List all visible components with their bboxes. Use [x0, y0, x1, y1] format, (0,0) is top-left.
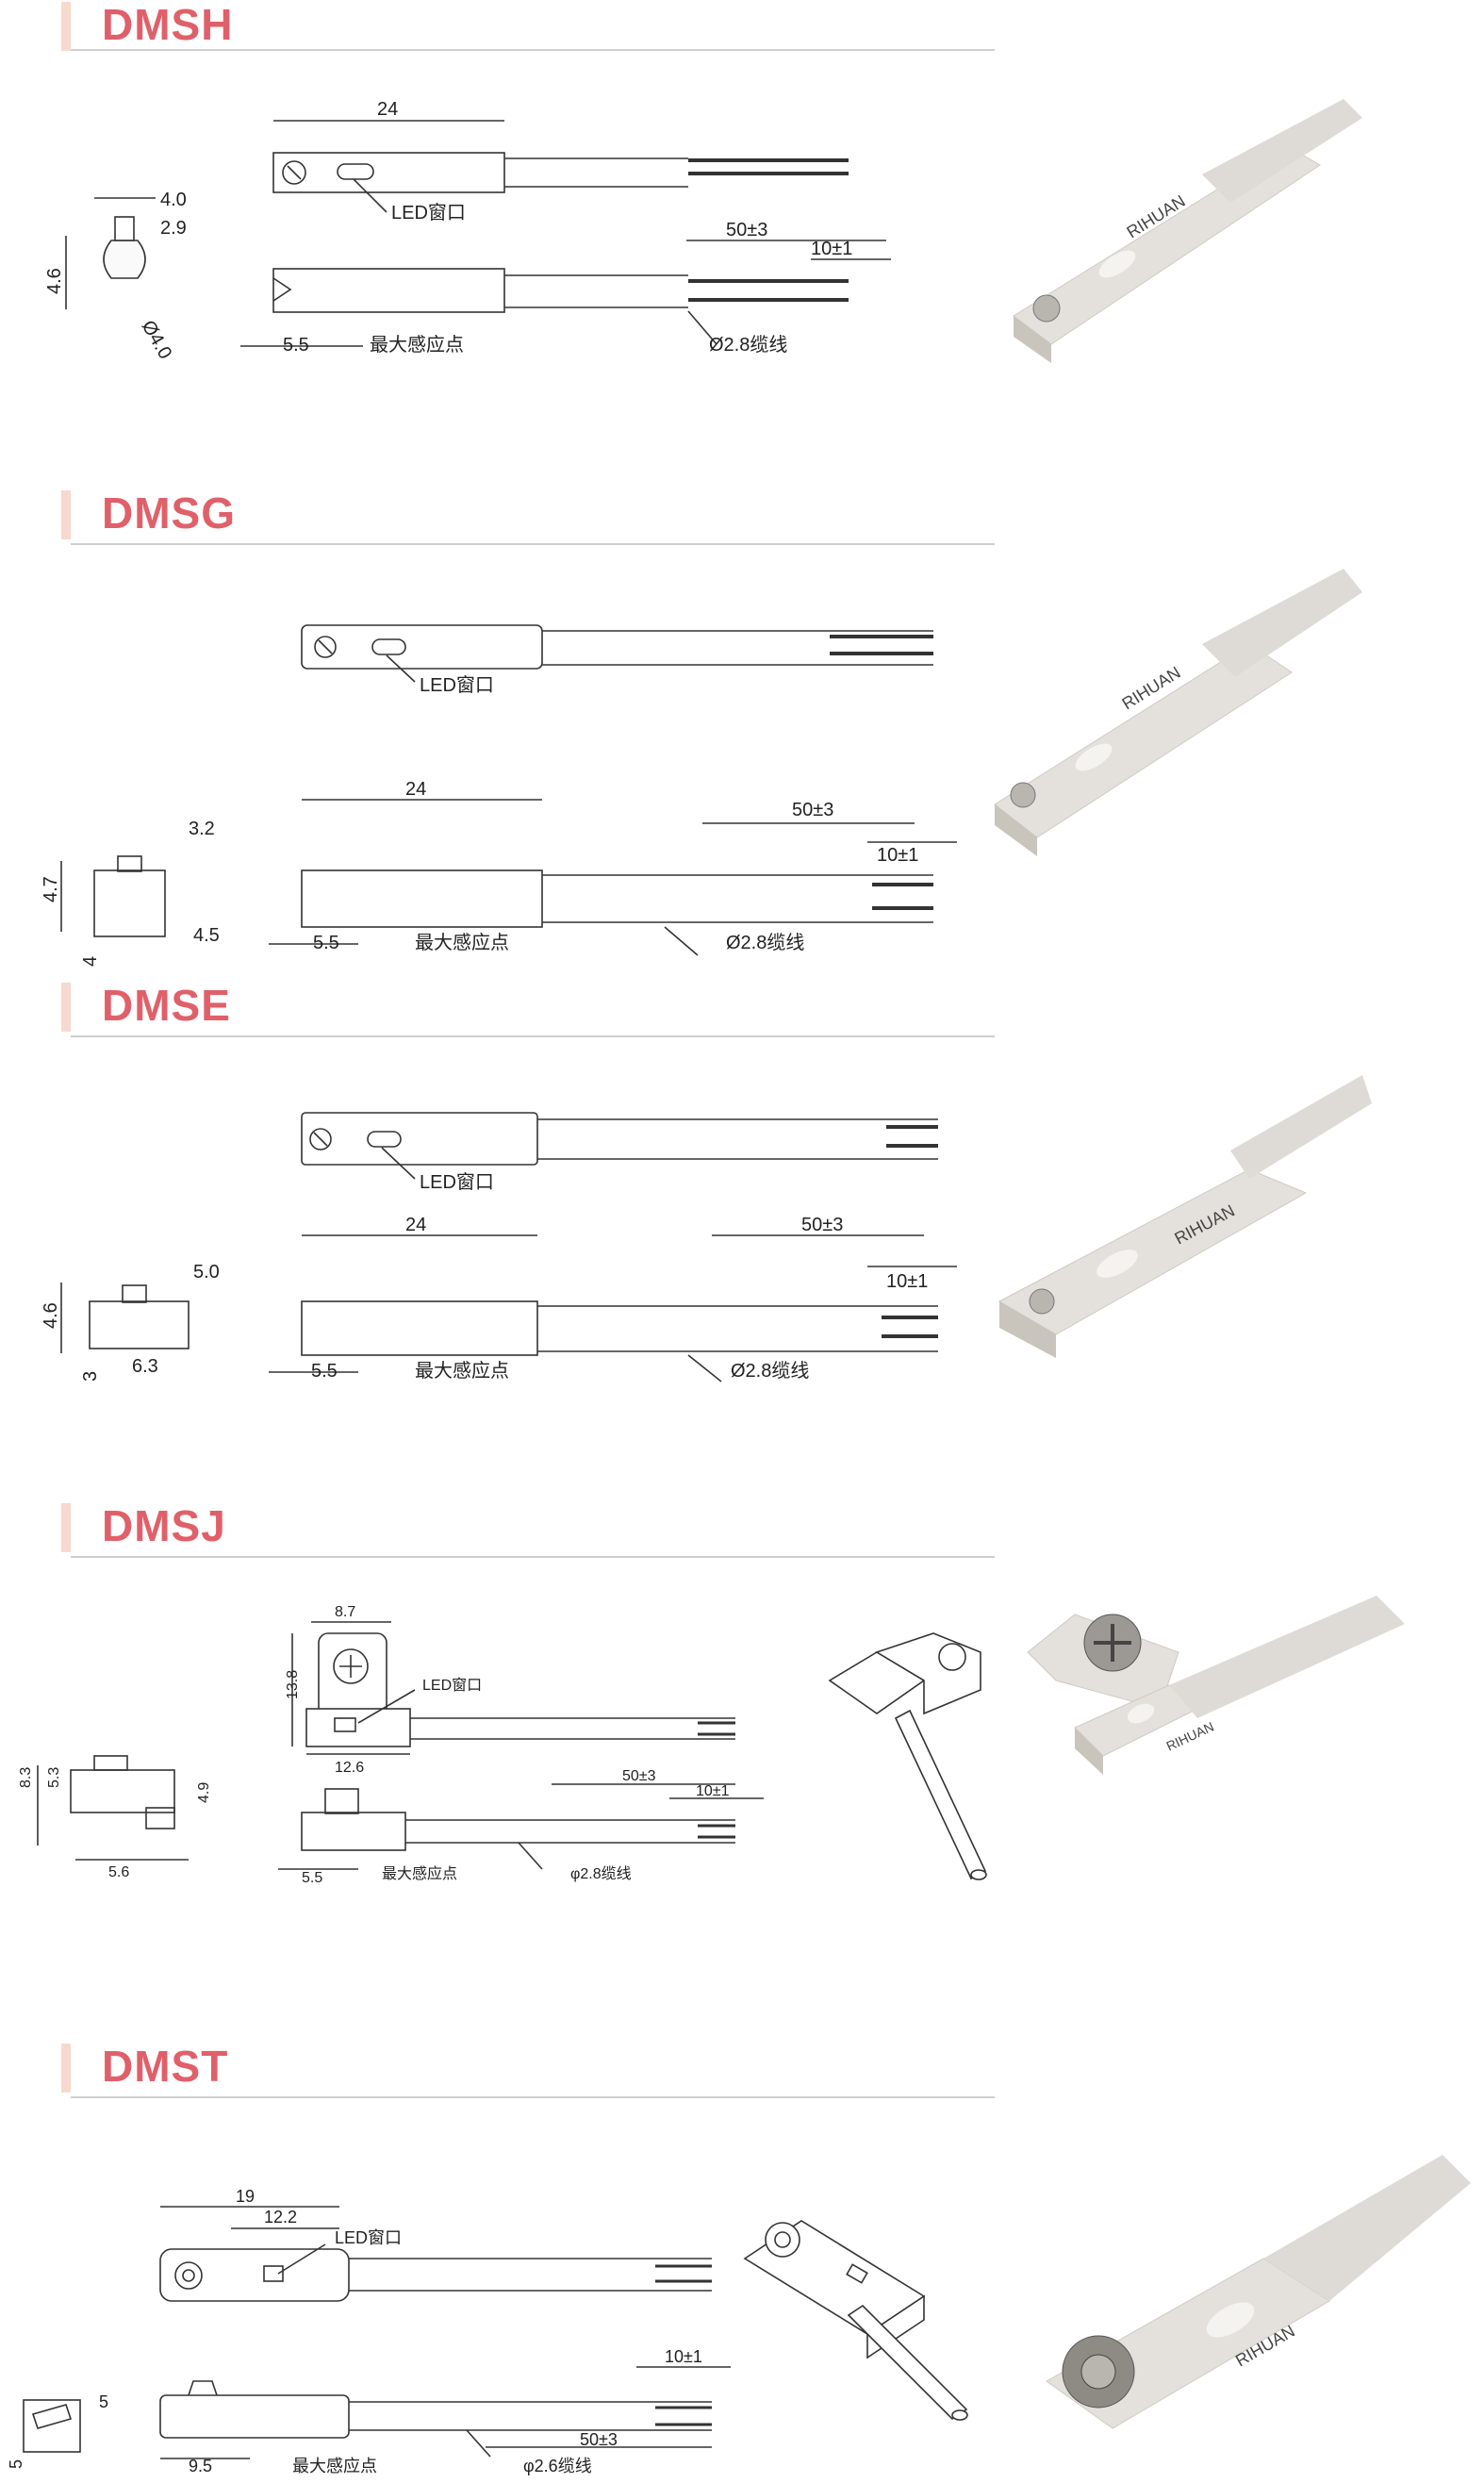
dim-lead: 50±3 [792, 800, 833, 820]
dim-total: 24 [377, 99, 398, 120]
dim-lead: 50±3 [580, 2430, 618, 2449]
side-dim-b: 2.9 [160, 218, 187, 239]
dmsg-photo: RIHUAN [994, 569, 1362, 856]
section-rule [71, 1035, 995, 1037]
side-dim-a: 5 [99, 2392, 108, 2411]
section-dmse: DMSE 24 [0, 971, 1484, 1443]
dim-total: 24 [405, 1215, 426, 1235]
dim-tip: 10±1 [886, 1271, 928, 1292]
led-label: LED窗口 [420, 674, 494, 696]
dim-sense: 5.5 [302, 1870, 322, 1886]
dim-window: 12.2 [264, 2208, 297, 2226]
section-marker [61, 490, 71, 539]
side-dim-b: 4.7 [41, 876, 61, 902]
dim-tip: 10±1 [877, 845, 918, 866]
dmsj-iso-drawing [828, 1632, 987, 1880]
dmsj-photo: RIHUAN [1027, 1596, 1405, 1775]
dim-tip: 10±1 [665, 2347, 702, 2366]
dmsh-photo: RIHUAN [1013, 99, 1362, 363]
cable-label: Ø2.8缆线 [726, 932, 804, 953]
dmsg-drawing: 24 LED窗口 3.2 4.7 4 4.5 50±3 10±1 5.5 最大感… [41, 624, 957, 967]
led-label: LED窗口 [391, 202, 466, 223]
sense-label: 最大感应点 [415, 1360, 509, 1382]
section-dmsg: DMSG 24 [0, 479, 1484, 967]
sense-label: 最大感应点 [292, 2457, 377, 2475]
sense-label: 最大感应点 [382, 1864, 457, 1882]
dim-height: 13.8 [285, 1670, 301, 1699]
dmse-drawing: 24 LED窗口 5.0 4.6 3 6.3 50±3 10±1 5.5 最大感… [41, 1112, 957, 1382]
side-dim-a: 8.3 [18, 1767, 34, 1788]
section-marker [61, 1503, 71, 1552]
sense-label: 最大感应点 [415, 932, 509, 953]
dim-tip: 10±1 [696, 1783, 730, 1799]
section-title: DMSH [102, 0, 234, 49]
section-title: DMST [102, 2042, 229, 2091]
section-dmsh: DMSH [0, 0, 1484, 434]
dim-lead: 50±3 [622, 1768, 656, 1784]
dim-sense: 9.5 [189, 2457, 212, 2475]
sense-label: 最大感应点 [370, 334, 464, 356]
cable-label: φ2.8缆线 [570, 1865, 632, 1882]
dmst-drawing: 19 12.2 LED窗口 5 5 10±1 50±3 9.5 最大感应点 φ2… [7, 2187, 731, 2475]
cable-label: Ø2.8缆线 [709, 334, 787, 356]
side-dim-a: 4.0 [160, 190, 187, 210]
cable-label: Ø2.8缆线 [731, 1360, 809, 1382]
side-dim-c: 4 [80, 956, 101, 967]
dmse-photo: RIHUAN [998, 1075, 1372, 1358]
section-rule [71, 1556, 995, 1558]
section-rule [71, 543, 995, 545]
section-title: DMSJ [102, 1501, 226, 1550]
dim-lead: 50±3 [801, 1215, 843, 1235]
side-dim-c: 3 [80, 1371, 101, 1382]
side-dim-d: Ø4.0 [138, 317, 176, 363]
side-dim-a: 5.0 [193, 1262, 220, 1283]
side-dim-b: 4.6 [41, 1302, 61, 1329]
dim-tip: 10±1 [811, 239, 852, 259]
side-dim-c: 4.9 [196, 1782, 212, 1803]
dim-sense: 5.5 [311, 1361, 338, 1382]
side-dim-c: 4.6 [44, 268, 65, 294]
dmsh-drawing: 4.0 2.9 4.6 Ø4.0 24 LED窗口 50±3 10±1 5.5 … [44, 99, 891, 363]
side-dim-d: 4.5 [193, 925, 220, 946]
dim-total: 19 [236, 2187, 255, 2206]
dim-width: 8.7 [335, 1604, 355, 1620]
led-label: LED窗口 [422, 1677, 482, 1694]
side-dim-b: 5.3 [46, 1767, 62, 1788]
dim-sense: 5.5 [313, 933, 339, 953]
dmst-photo: RIHUAN [1046, 2155, 1471, 2429]
dmsj-drawing: 8.7 13.8 12.6 LED窗口 8.3 5.3 4.9 5.6 50±3… [18, 1604, 764, 1886]
dim-total: 24 [405, 779, 426, 800]
cable-label: φ2.6缆线 [523, 2457, 592, 2475]
section-dmst: DMST [0, 2032, 1484, 2483]
side-dim-a: 3.2 [189, 819, 215, 839]
led-label: LED窗口 [420, 1171, 494, 1193]
section-rule [71, 49, 995, 51]
side-dim-b: 5 [7, 2459, 25, 2469]
section-marker [61, 983, 71, 1032]
dim-lead: 50±3 [726, 220, 767, 240]
side-dim-d: 6.3 [132, 1356, 158, 1377]
section-marker [61, 2044, 71, 2093]
section-rule [71, 2096, 995, 2098]
section-marker [61, 2, 71, 51]
led-label: LED窗口 [335, 2228, 402, 2247]
section-dmsj: DMSJ [0, 1492, 1484, 1963]
dim-base: 12.6 [335, 1760, 364, 1776]
dim-sense: 5.5 [283, 335, 309, 356]
dmst-iso-drawing [743, 2220, 968, 2421]
section-title: DMSE [102, 981, 231, 1030]
section-title: DMSG [102, 488, 236, 538]
side-dim-d: 5.6 [108, 1864, 129, 1880]
brand-label: RIHUAN [1164, 1719, 1216, 1754]
